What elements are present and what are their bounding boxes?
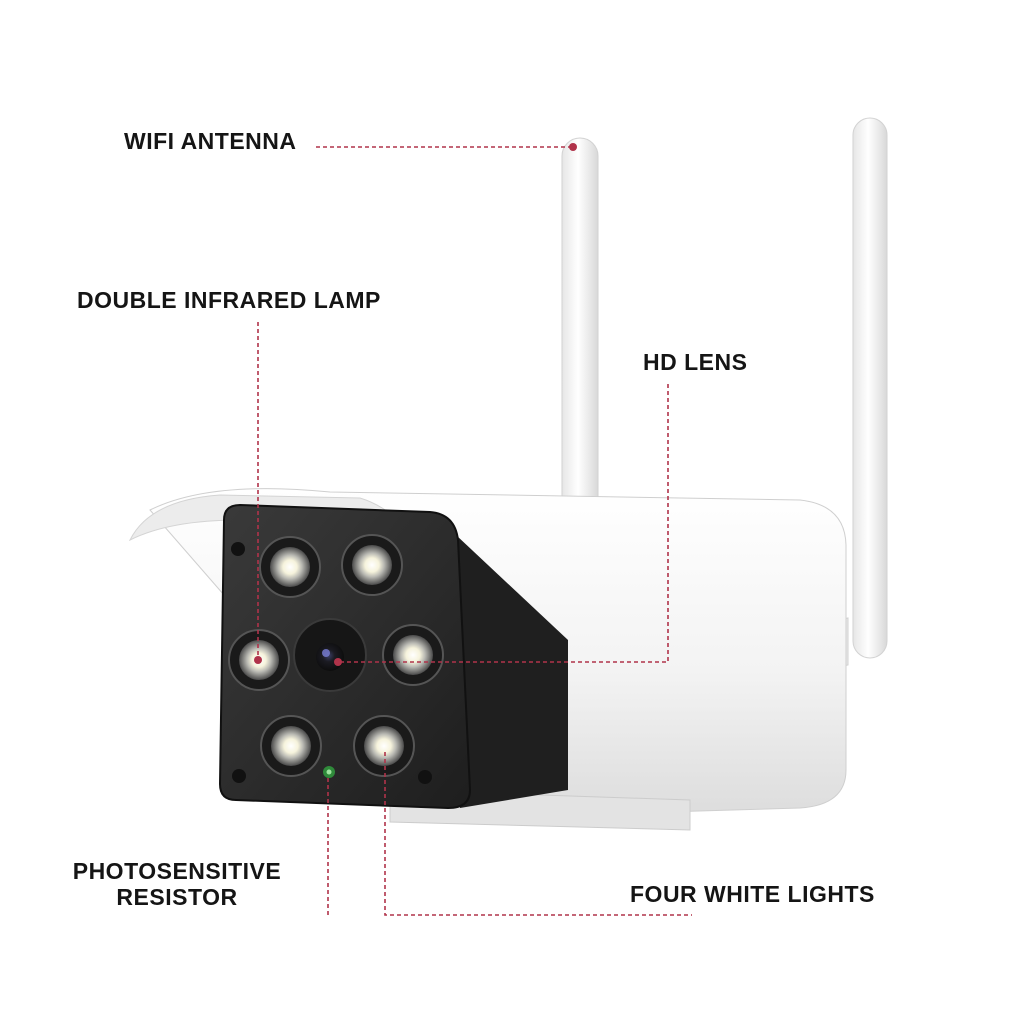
led-bottom-right: [353, 715, 415, 777]
led-middle-right: [382, 624, 444, 686]
wifi-antenna-back: [852, 117, 888, 659]
label-four-white-lights: FOUR WHITE LIGHTS: [630, 881, 875, 907]
led-top-left: [259, 536, 321, 598]
callout-hd-lens: [338, 384, 669, 663]
callout-lines: [257, 146, 692, 916]
led-top-right: [341, 534, 403, 596]
label-wifi-antenna: WIFI ANTENNA: [124, 128, 297, 154]
faceplate-screws: [231, 542, 432, 784]
callout-four-white-lights: [384, 752, 692, 916]
front-side-panel: [440, 520, 568, 808]
callout-dots: [254, 143, 577, 666]
hd-lens-icon: [293, 618, 367, 692]
photosensitive-resistor-icon: [323, 766, 335, 778]
led-bottom-left: [260, 715, 322, 777]
label-photosensitive-line2: RESISTOR: [116, 884, 238, 911]
label-photosensitive-line1: PHOTOSENSITIVE: [72, 858, 282, 884]
label-hd-lens: HD LENS: [643, 349, 748, 375]
label-double-infrared-lamp: DOUBLE INFRARED LAMP: [77, 287, 381, 313]
label-photosensitive-resistor: PHOTOSENSITIVE RESISTOR: [66, 858, 288, 911]
